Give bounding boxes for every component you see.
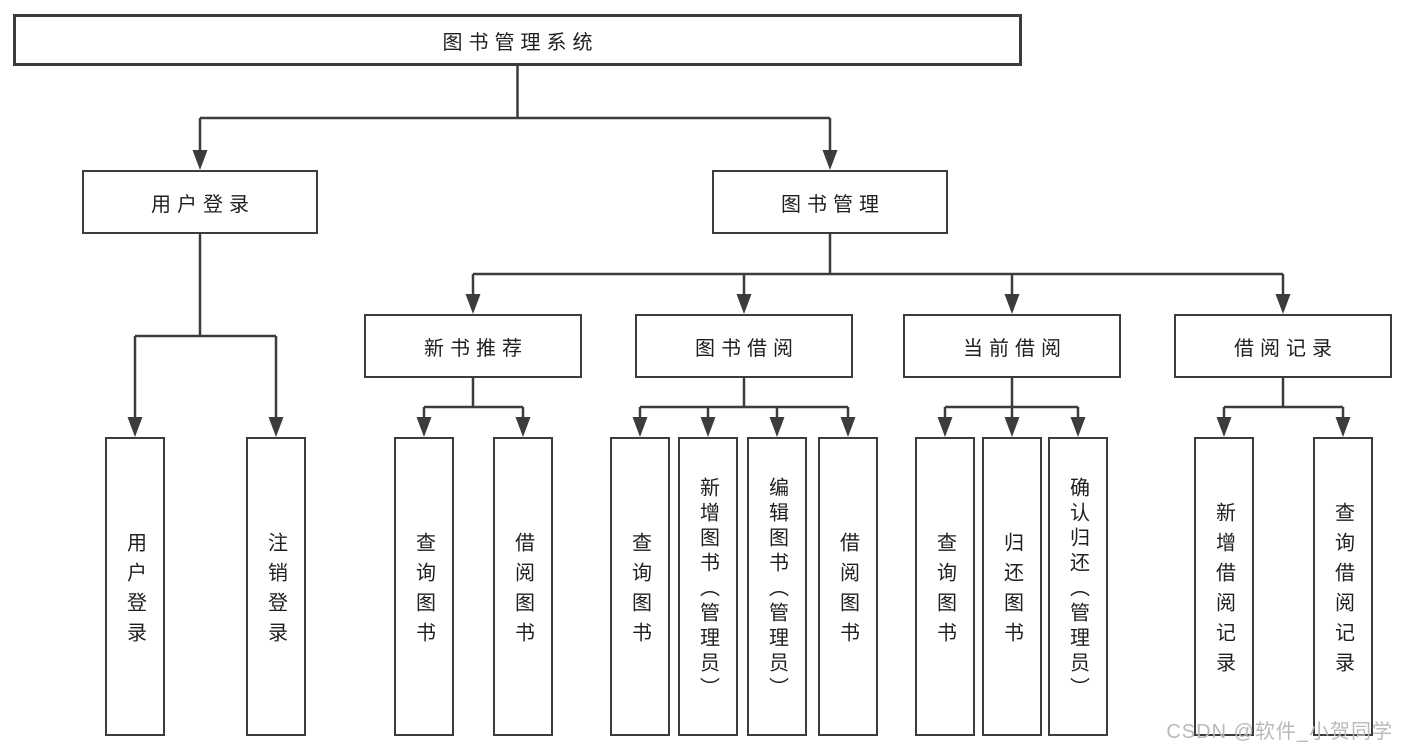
node-label: 归还图书 <box>1000 531 1023 652</box>
node-label: 用户登录 <box>123 531 146 652</box>
node-label: 确认归还（管理员） <box>1066 476 1089 702</box>
node-book-borrowing: 图书借阅 <box>635 314 853 378</box>
leaf-current-confirm-return-admin: 确认归还（管理员） <box>1048 437 1108 736</box>
node-label: 新书推荐 <box>424 337 528 360</box>
leaf-borrowing-edit-book-admin: 编辑图书（管理员） <box>747 437 807 736</box>
leaf-logout: 注销登录 <box>246 437 306 736</box>
leaf-current-query-books: 查询图书 <box>915 437 975 736</box>
node-label: 查询图书 <box>628 531 651 652</box>
node-label: 借阅图书 <box>511 531 534 652</box>
node-new-book-recommendation: 新书推荐 <box>364 314 582 378</box>
leaf-recommend-borrow-books: 借阅图书 <box>493 437 553 736</box>
node-label: 注销登录 <box>264 531 287 652</box>
node-borrowing-records: 借阅记录 <box>1174 314 1392 378</box>
node-label: 新增图书（管理员） <box>696 476 719 702</box>
leaf-current-return-book: 归还图书 <box>982 437 1042 736</box>
node-label: 查询图书 <box>412 531 435 652</box>
node-user-login: 用户登录 <box>82 170 318 234</box>
node-current-borrowing: 当前借阅 <box>903 314 1121 378</box>
watermark: CSDN @软件_小贺同学 <box>1166 721 1393 743</box>
leaf-borrowing-borrow-books: 借阅图书 <box>818 437 878 736</box>
node-label: 用户登录 <box>151 193 255 216</box>
node-label: 编辑图书（管理员） <box>765 476 788 702</box>
node-label: 借阅记录 <box>1234 337 1338 360</box>
leaf-records-add-record: 新增借阅记录 <box>1194 437 1254 736</box>
leaf-recommend-query-books: 查询图书 <box>394 437 454 736</box>
node-label: 当前借阅 <box>963 337 1067 360</box>
node-label: 图书管理 <box>781 193 885 216</box>
node-label: 新增借阅记录 <box>1212 501 1235 682</box>
node-label: 图书管理系统 <box>442 31 599 54</box>
leaf-borrowing-query-books: 查询图书 <box>610 437 670 736</box>
leaf-user-login: 用户登录 <box>105 437 165 736</box>
node-label: 借阅图书 <box>836 531 859 652</box>
node-label: 图书借阅 <box>695 337 799 360</box>
node-label: 查询借阅记录 <box>1331 501 1354 682</box>
node-label: 查询图书 <box>933 531 956 652</box>
node-library-management-system: 图书管理系统 <box>13 14 1022 66</box>
node-book-management: 图书管理 <box>712 170 948 234</box>
leaf-records-query-record: 查询借阅记录 <box>1313 437 1373 736</box>
leaf-borrowing-add-book-admin: 新增图书（管理员） <box>678 437 738 736</box>
